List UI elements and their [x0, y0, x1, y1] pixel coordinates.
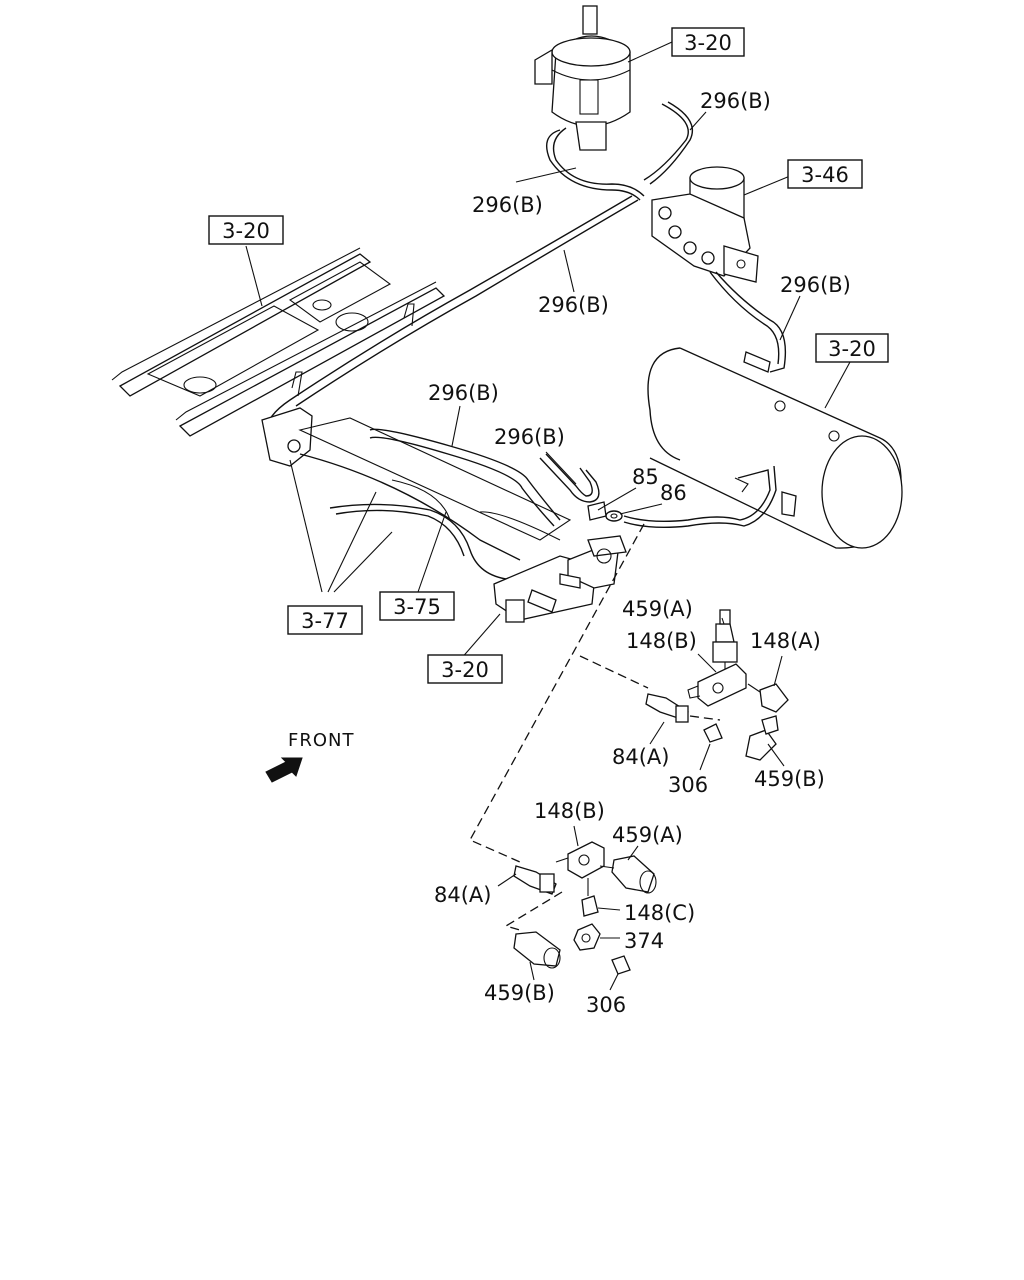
svg-text:3-20: 3-20: [441, 658, 489, 682]
ref-3-20-top[interactable]: 3-20: [671, 27, 745, 57]
lower-piping: [261, 407, 627, 623]
ref-3-46[interactable]: 3-46: [787, 159, 863, 189]
part-85-label[interactable]: 85: [632, 465, 659, 489]
union-85: [587, 501, 607, 521]
part-84a-label[interactable]: 84(A): [612, 745, 669, 769]
svg-text:3-46: 3-46: [801, 163, 849, 187]
part-148a-label[interactable]: 148(A): [750, 629, 821, 653]
front-label: FRONT: [288, 730, 355, 751]
detail-view-2: [513, 841, 657, 975]
ref-3-20-tank[interactable]: 3-20: [815, 333, 889, 363]
ref-3-75[interactable]: 3-75: [379, 591, 455, 621]
svg-text:3-20: 3-20: [828, 337, 876, 361]
air-dryer-top: [534, 5, 631, 151]
part-374-label[interactable]: 374: [624, 929, 664, 953]
front-indicator: FRONT: [265, 730, 355, 783]
svg-text:3-20: 3-20: [222, 219, 270, 243]
svg-text:3-77: 3-77: [301, 609, 349, 633]
valve-assembly: [651, 166, 759, 283]
part-296b-label[interactable]: 296(B): [428, 381, 499, 405]
front-arrow-icon: [265, 757, 303, 783]
part-306-label[interactable]: 306: [586, 993, 626, 1017]
part-296b-label[interactable]: 296(B): [494, 425, 565, 449]
part-148c-label[interactable]: 148(C): [624, 901, 695, 925]
part-296b-label[interactable]: 296(B): [472, 193, 543, 217]
part-459b-label[interactable]: 459(B): [484, 981, 555, 1005]
part-459a-label[interactable]: 459(A): [612, 823, 683, 847]
ref-3-20-bottom[interactable]: 3-20: [427, 654, 503, 684]
air-tank: [647, 347, 903, 549]
detail-view-1: [645, 609, 789, 761]
ref-3-20-left[interactable]: 3-20: [208, 215, 284, 245]
svg-text:3-75: 3-75: [393, 595, 441, 619]
part-148b-label[interactable]: 148(B): [626, 629, 697, 653]
part-296b-label[interactable]: 296(B): [538, 293, 609, 317]
part-296b-label[interactable]: 296(B): [780, 273, 851, 297]
ref-3-77[interactable]: 3-77: [287, 605, 363, 635]
part-84a-label[interactable]: 84(A): [434, 883, 491, 907]
part-296b-label[interactable]: 296(B): [700, 89, 771, 113]
part-86-label[interactable]: 86: [660, 481, 687, 505]
part-459a-label[interactable]: 459(A): [622, 597, 693, 621]
svg-text:3-20: 3-20: [684, 31, 732, 55]
frame-rails: [111, 247, 446, 437]
part-148b-label[interactable]: 148(B): [534, 799, 605, 823]
washer-86: [605, 510, 623, 522]
part-459b-label[interactable]: 459(B): [754, 767, 825, 791]
part-306-label[interactable]: 306: [668, 773, 708, 797]
